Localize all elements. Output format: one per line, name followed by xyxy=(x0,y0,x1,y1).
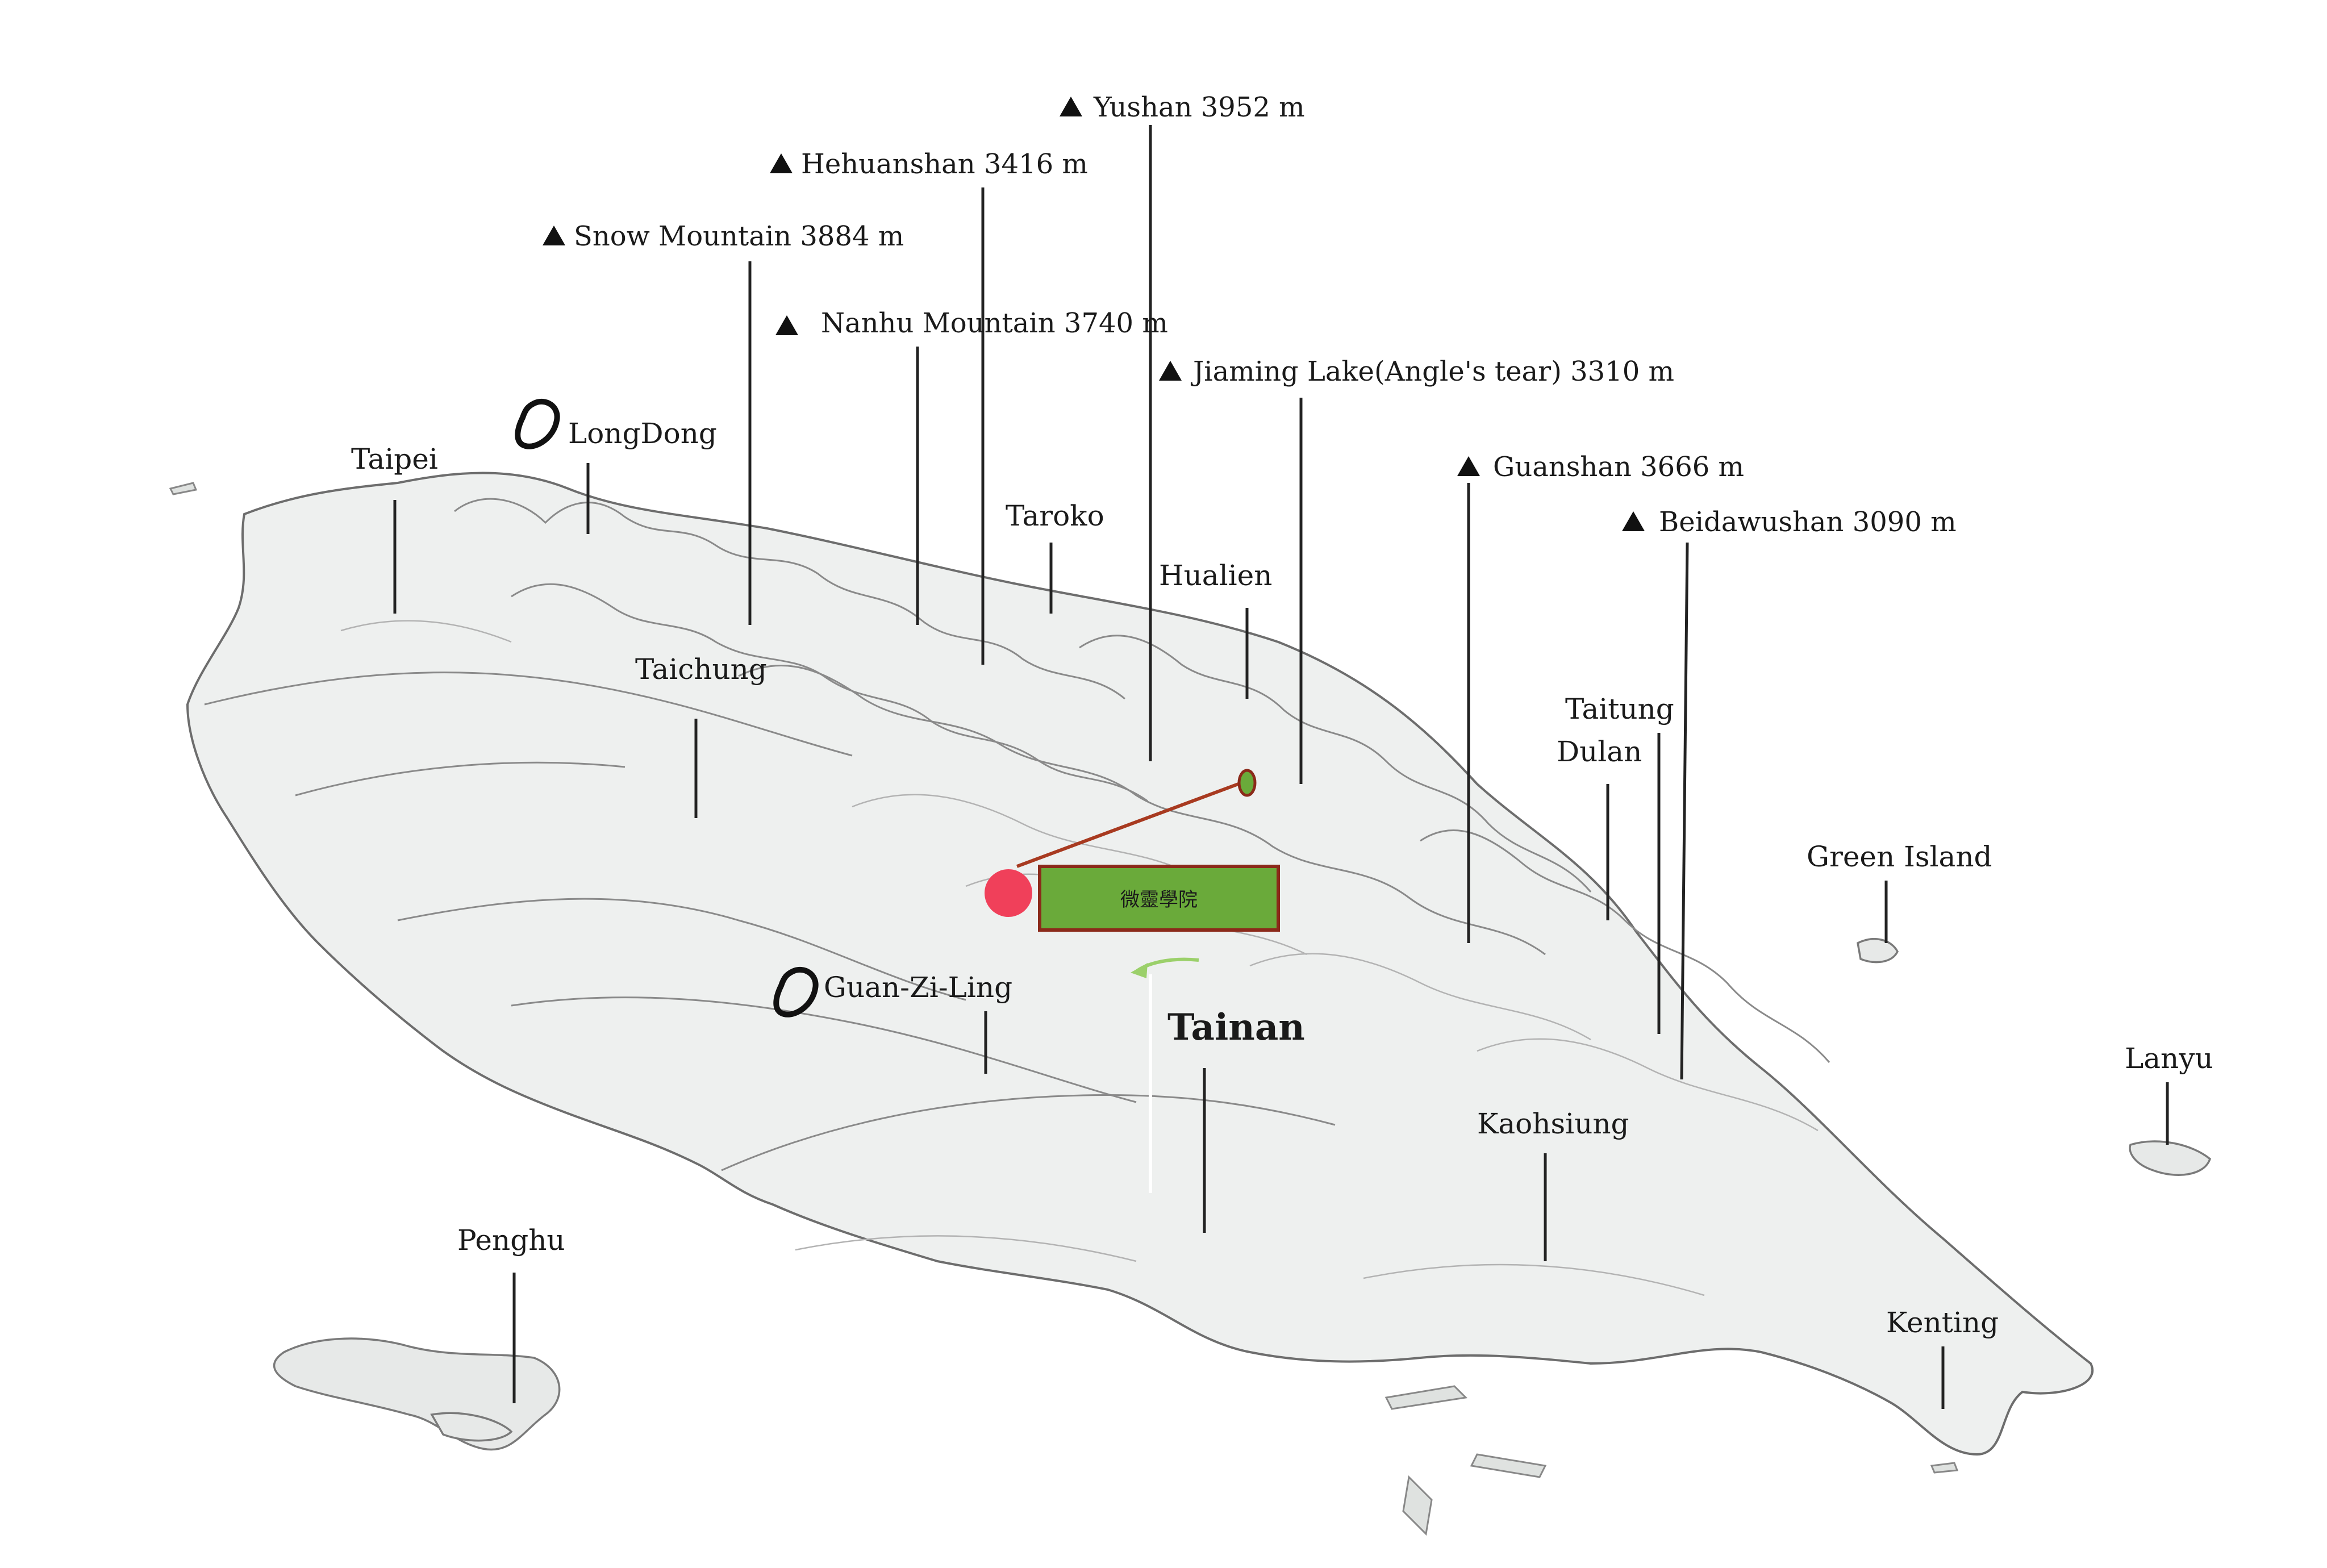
peak-jiaming-lake: Jiaming Lake(Angle's tear) 3310 m xyxy=(1159,356,1674,784)
green-island-shape xyxy=(1857,938,1899,964)
peak-guanshan: Guanshan 3666 m xyxy=(1457,451,1744,943)
place-guan-zi-ling: Guan-Zi-Ling xyxy=(773,966,1012,1074)
destination-oval-icon xyxy=(1237,769,1257,797)
triangle-icon xyxy=(1622,511,1645,531)
place-label-taitung: Taitung xyxy=(1565,693,1674,725)
place-label-kaohsiung: Kaohsiung xyxy=(1477,1107,1629,1140)
place-kaohsiung: Kaohsiung xyxy=(1477,1107,1629,1261)
triangle-icon xyxy=(775,315,798,335)
place-label-longdong: LongDong xyxy=(568,417,717,450)
triangle-icon xyxy=(1159,361,1182,381)
marker-label-box xyxy=(1038,865,1280,932)
triangle-icon xyxy=(770,153,793,173)
location-dot-icon xyxy=(985,869,1032,917)
peak-label-guanshan: Guanshan 3666 m xyxy=(1493,451,1744,483)
triangle-icon xyxy=(543,226,565,245)
place-taroko: Taroko xyxy=(1006,499,1104,614)
place-label-lanyu: Lanyu xyxy=(2125,1042,2213,1075)
place-lanyu: Lanyu xyxy=(2125,1042,2213,1145)
taiwan-island xyxy=(186,472,2094,1456)
peak-hehuanshan: Hehuanshan 3416 m xyxy=(770,148,1088,665)
peak-label-nanhu-mountain: Nanhu Mountain 3740 m xyxy=(821,307,1168,339)
peak-label-jiaming-lake: Jiaming Lake(Angle's tear) 3310 m xyxy=(1190,356,1674,387)
place-hualien: Hualien xyxy=(1159,559,1272,699)
place-taipei: Taipei xyxy=(351,443,438,614)
lanyu-island-shape xyxy=(2129,1140,2212,1176)
peak-beidawushan: Beidawushan 3090 m xyxy=(1622,506,1957,1080)
rock-outline-icon xyxy=(515,398,560,449)
arrow-head xyxy=(1131,963,1148,978)
place-label-kenting: Kenting xyxy=(1886,1306,1999,1339)
place-longdong: LongDong xyxy=(515,398,717,534)
peak-label-snow-mountain: Snow Mountain 3884 m xyxy=(574,220,904,252)
place-taitung: Taitung xyxy=(1565,693,1674,1034)
peak-label-beidawushan: Beidawushan 3090 m xyxy=(1659,506,1957,538)
place-kenting: Kenting xyxy=(1886,1306,1999,1409)
location-marker: 微靈學院 xyxy=(985,769,1280,1193)
peak-label-yushan: Yushan 3952 m xyxy=(1093,91,1305,123)
place-penghu: Penghu xyxy=(457,1224,565,1403)
place-label-taroko: Taroko xyxy=(1006,499,1104,532)
place-green-island: Green Island xyxy=(1807,840,1992,943)
place-taichung: Taichung xyxy=(635,653,767,818)
peak-snow-mountain: Snow Mountain 3884 m xyxy=(543,220,904,625)
place-label-taichung: Taichung xyxy=(635,653,767,686)
marker-label: 微靈學院 xyxy=(1120,889,1198,911)
place-label-taipei: Taipei xyxy=(351,443,438,476)
peak-nanhu-mountain: Nanhu Mountain 3740 m xyxy=(775,307,1168,625)
place-label-guan-zi-ling: Guan-Zi-Ling xyxy=(824,971,1012,1004)
place-label-penghu: Penghu xyxy=(457,1224,565,1257)
decorative-boats xyxy=(169,482,1959,1536)
triangle-icon xyxy=(1060,97,1082,116)
leader-line xyxy=(1680,542,1689,1080)
penghu-island xyxy=(273,1337,561,1451)
peak-label-hehuanshan: Hehuanshan 3416 m xyxy=(801,148,1088,180)
place-label-green-island: Green Island xyxy=(1807,840,1992,873)
place-label-dulan: Dulan xyxy=(1557,735,1642,768)
rock-outline-icon xyxy=(773,966,819,1017)
peak-yushan: Yushan 3952 m xyxy=(1060,91,1305,761)
place-dulan: Dulan xyxy=(1557,735,1642,920)
place-tainan: Tainan xyxy=(1167,1006,1305,1233)
place-label-tainan: Tainan xyxy=(1167,1006,1305,1049)
marker-connector-line xyxy=(1016,781,1242,868)
triangle-icon xyxy=(1457,456,1480,476)
place-label-hualien: Hualien xyxy=(1159,559,1272,592)
